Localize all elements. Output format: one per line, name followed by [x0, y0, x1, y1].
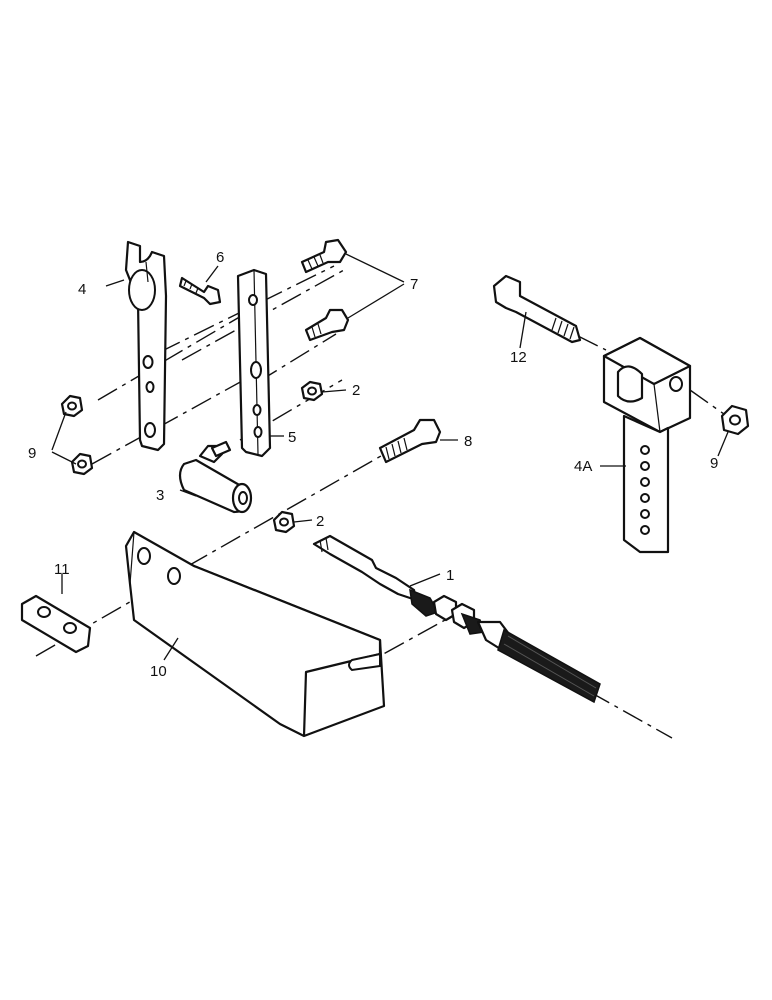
part-5-link [236, 268, 272, 458]
callout-7: 7 [410, 276, 418, 293]
callout-10: 10 [150, 663, 167, 680]
part-10-bracket [124, 530, 386, 738]
part-2-nut-upper [300, 380, 324, 402]
part-9-nut-upper [60, 394, 84, 418]
callout-8: 8 [464, 433, 472, 450]
callout-2-lower: 2 [316, 513, 324, 530]
callout-2-upper: 2 [352, 382, 360, 399]
part-7-bolt-upper [300, 238, 348, 274]
callout-3: 3 [156, 487, 164, 504]
callout-11: 11 [54, 561, 70, 578]
callout-4a: 4A [574, 458, 592, 475]
callout-9-left: 9 [28, 445, 36, 462]
part-4-lever [124, 240, 168, 452]
callout-9-right: 9 [710, 455, 718, 472]
part-4a-clamp [602, 336, 692, 554]
callout-6: 6 [216, 249, 224, 266]
callout-1: 1 [446, 567, 454, 584]
callout-5: 5 [288, 429, 296, 446]
part-6-bolt [178, 276, 222, 306]
leader-lines [51, 253, 729, 661]
callout-12: 12 [510, 349, 527, 366]
part-11-plate [20, 594, 92, 654]
part-7-bolt-lower [304, 308, 350, 342]
part-3-cable-end [178, 440, 253, 514]
part-9-nut-lower [70, 452, 94, 476]
part-12-bolt [492, 274, 582, 344]
part-1-cable [312, 534, 601, 704]
part-2-nut-lower [272, 510, 296, 534]
callout-4: 4 [78, 281, 86, 298]
part-8-bolt [378, 418, 442, 464]
callouts: 1 2 2 3 4 4A 5 6 7 8 9 9 10 11 12 [28, 249, 718, 680]
part-9-nut-right [720, 404, 750, 436]
